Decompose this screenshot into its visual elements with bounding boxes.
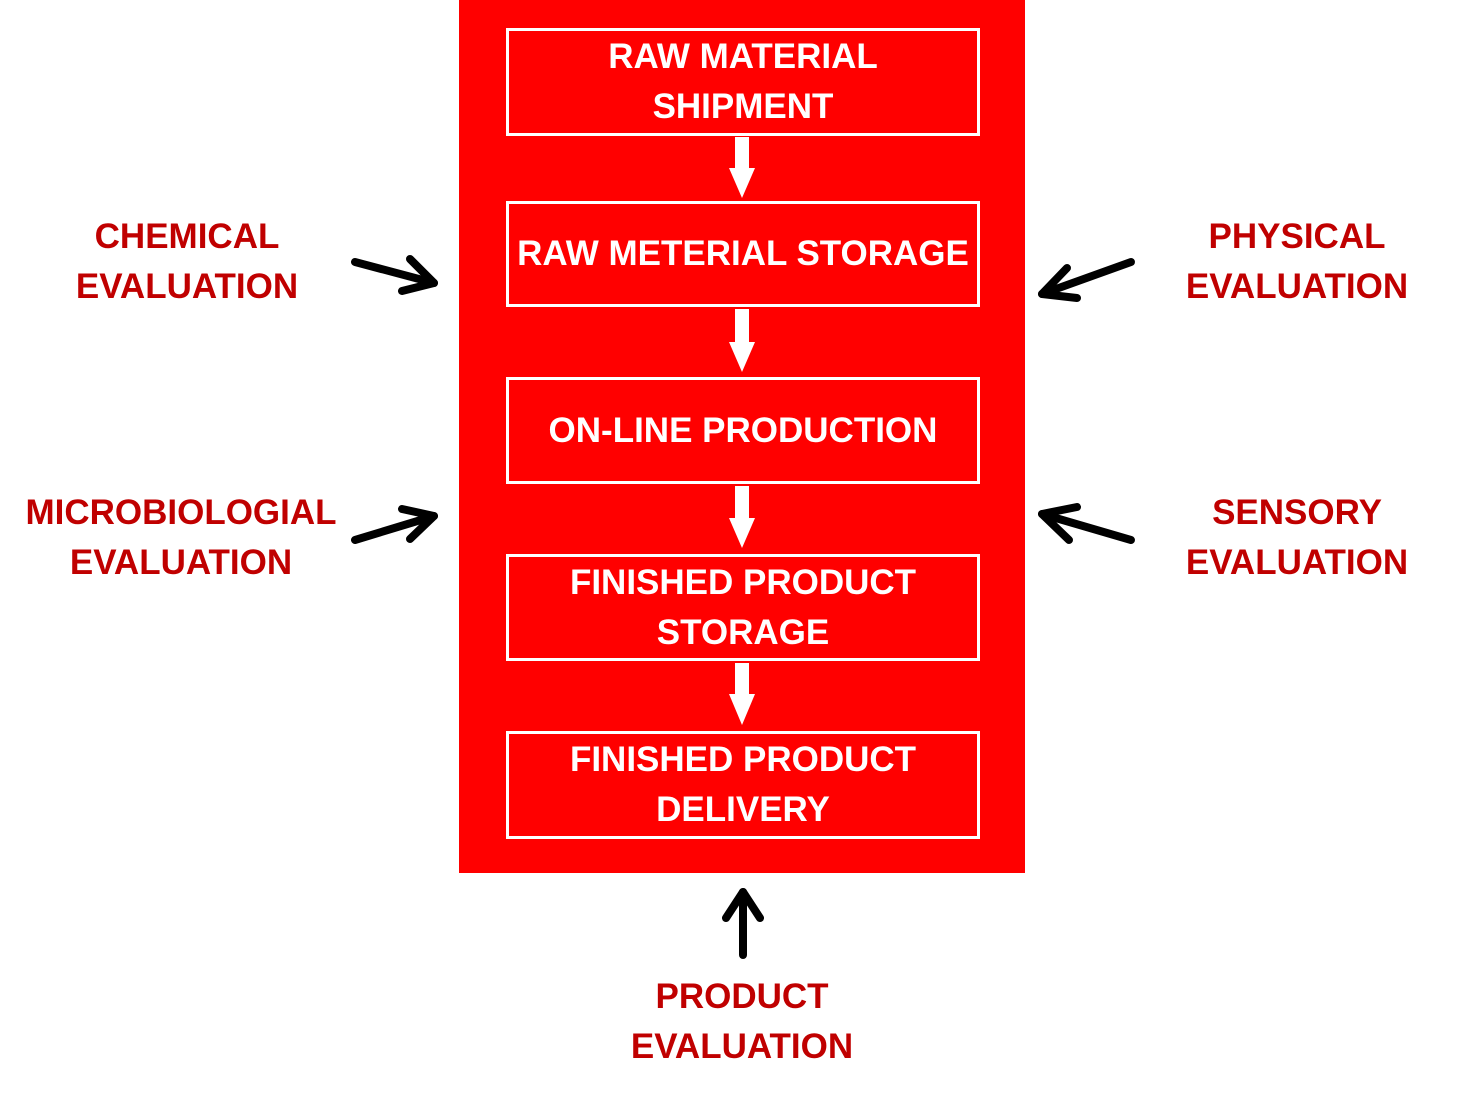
label-line: EVALUATION <box>1185 543 1409 582</box>
step-finished-product-delivery: FINISHED PRODUCT DELIVERY <box>506 731 980 839</box>
step-raw-material-shipment: RAW MATERIAL SHIPMENT <box>506 28 980 136</box>
product-arrow-up-icon <box>722 888 764 959</box>
sensory-arrow-left-icon <box>1038 503 1135 544</box>
step-label-line: RAW METERIAL STORAGE <box>517 234 969 273</box>
label-line: EVALUATION <box>1185 267 1409 306</box>
chemical-evaluation-label: CHEMICAL EVALUATION <box>37 212 337 312</box>
label-line: EVALUATION <box>69 543 293 582</box>
step-label-line: DELIVERY <box>656 790 830 829</box>
label-line: PHYSICAL <box>1208 217 1386 256</box>
step-label-line: SHIPMENT <box>652 87 834 126</box>
step-label-line: FINISHED PRODUCT <box>569 740 917 779</box>
step-label-line: STORAGE <box>656 612 830 652</box>
physical-arrow-left-icon <box>1038 258 1135 302</box>
step-raw-material-storage: RAW METERIAL STORAGE <box>506 201 980 307</box>
product-evaluation-label: PRODUCT EVALUATION <box>592 972 892 1072</box>
step-label-line: ON-LINE PRODUCTION <box>548 410 938 450</box>
label-line: EVALUATION <box>630 1027 854 1066</box>
step-on-line-production: ON-LINE PRODUCTION <box>506 377 980 484</box>
sensory-evaluation-label: SENSORY EVALUATION <box>1147 488 1447 588</box>
step-finished-product-storage: FINISHED PRODUCT STORAGE <box>506 554 980 661</box>
physical-evaluation-label: PHYSICAL EVALUATION <box>1147 212 1447 312</box>
microbiological-evaluation-label: MICROBIOLOGIAL EVALUATION <box>20 488 342 588</box>
microbiological-arrow-right-icon <box>351 505 438 544</box>
step-label-line: RAW MATERIAL <box>608 37 878 76</box>
label-line: SENSORY <box>1212 493 1382 532</box>
label-line: MICROBIOLOGIAL <box>25 493 337 532</box>
label-line: CHEMICAL <box>94 217 280 256</box>
step-label-line: FINISHED PRODUCT <box>569 562 917 602</box>
label-line: PRODUCT <box>655 977 829 1016</box>
label-line: EVALUATION <box>75 267 299 306</box>
chemical-arrow-right-icon <box>351 255 438 295</box>
